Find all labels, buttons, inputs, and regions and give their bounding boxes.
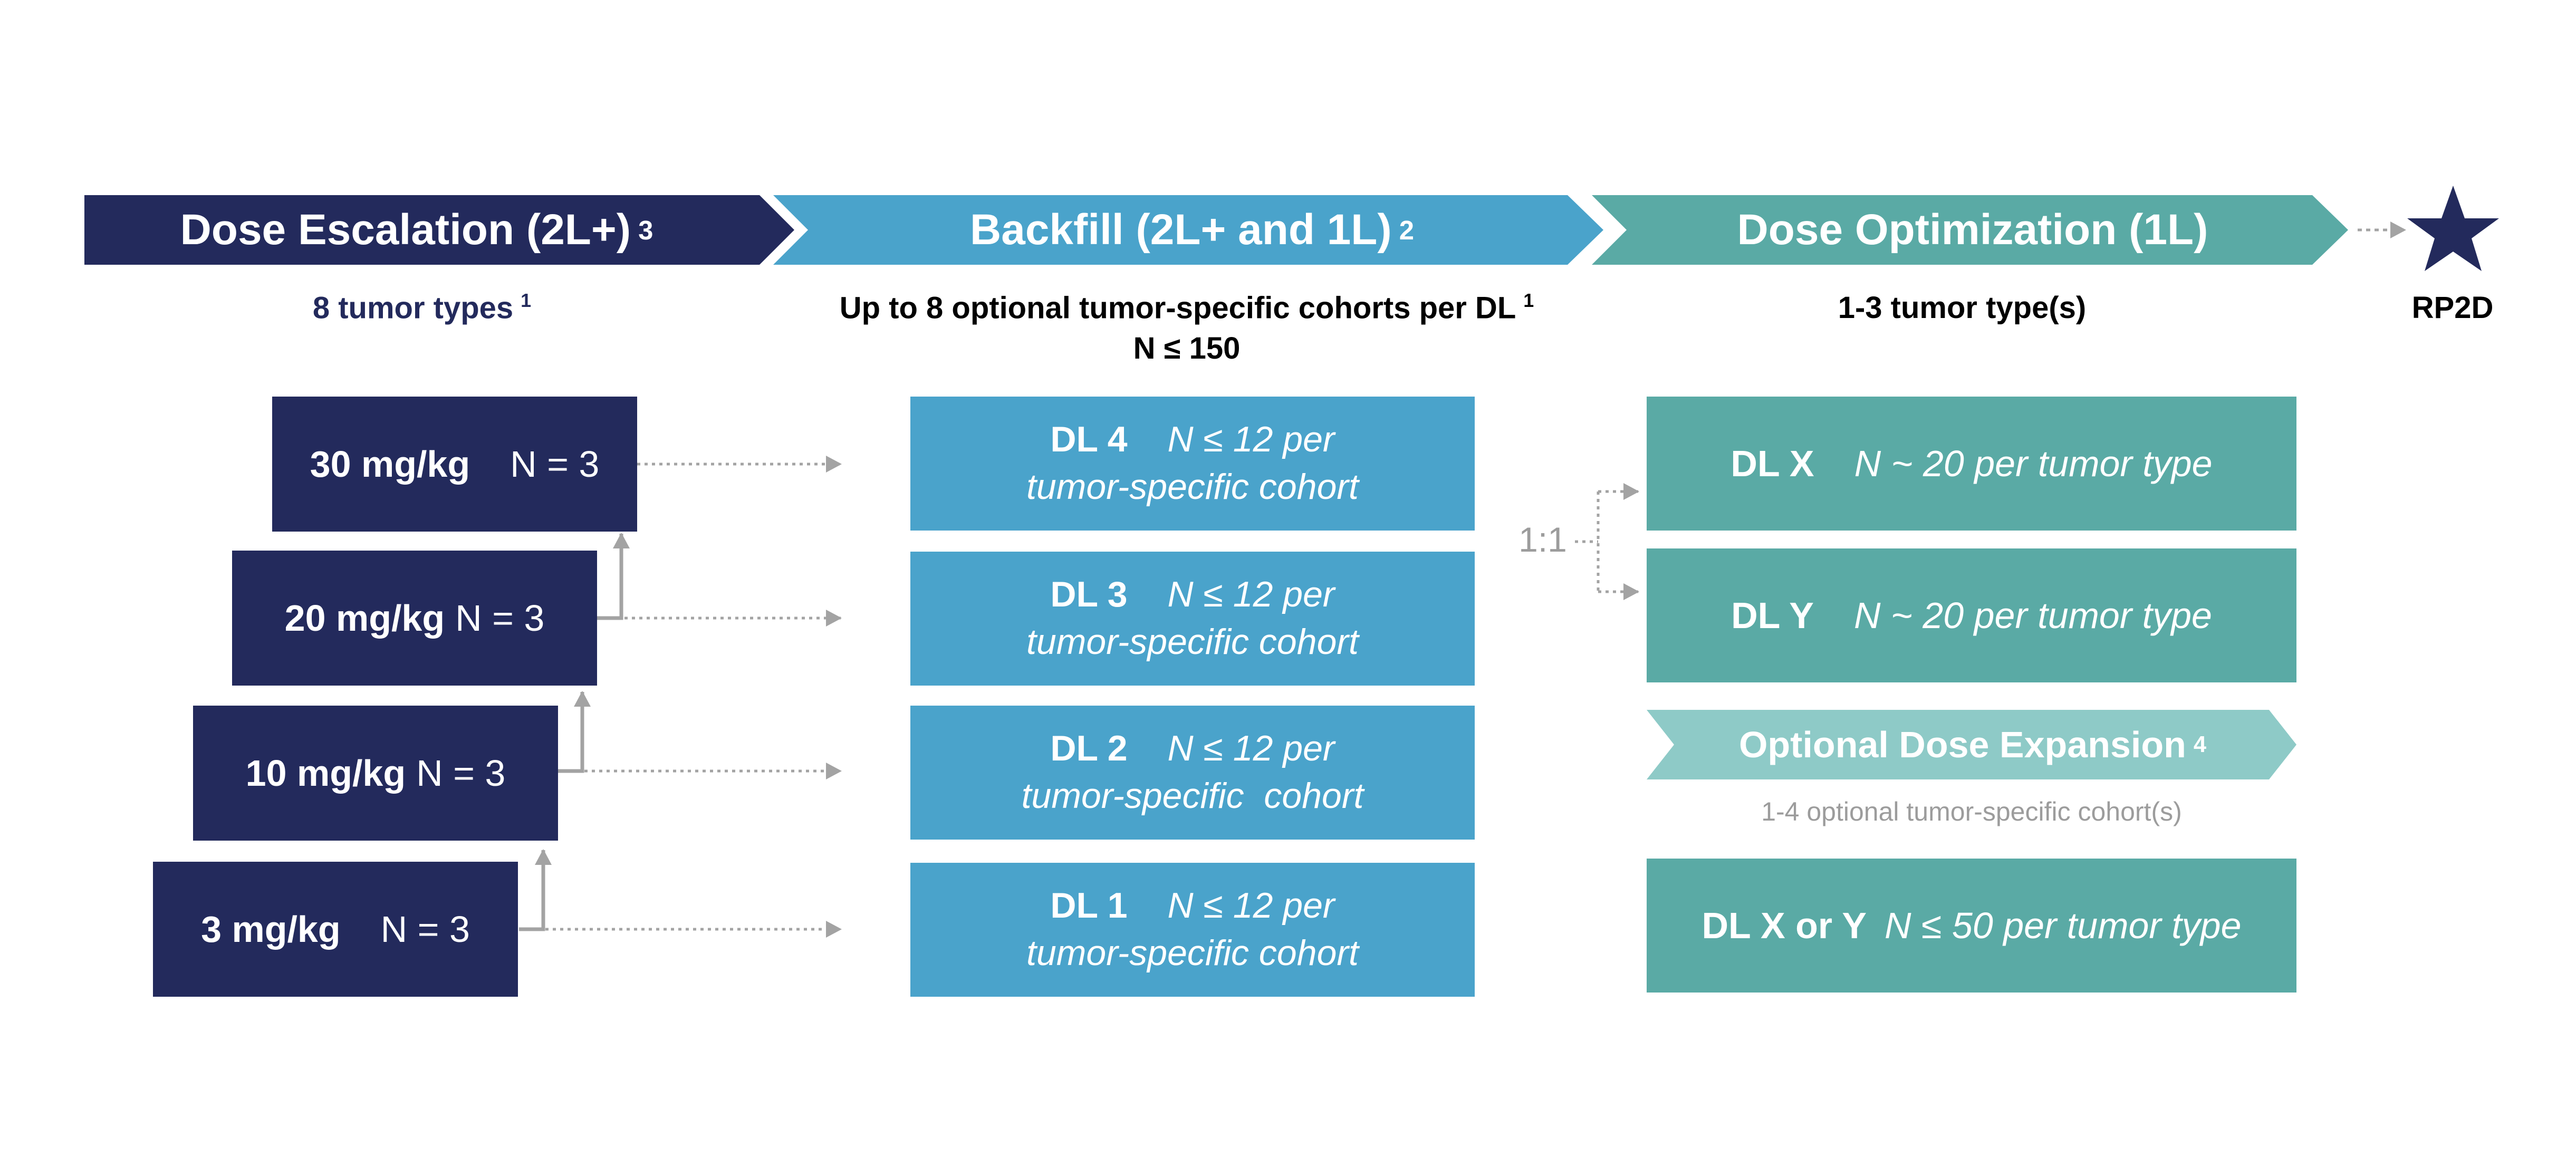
escalation-arrow-3-to-10 <box>519 849 552 931</box>
cohort-size: N ~ 20 per tumor type <box>1854 443 2213 484</box>
dose-escalation-footnote: 3 <box>638 215 653 245</box>
escalation-level-3: 3 mg/kg N = 3 <box>153 862 518 997</box>
cohort-size: N ≤ 12 per <box>1167 728 1335 769</box>
backfill-dl2: DL 2 N ≤ 12 per tumor-specific cohort <box>910 706 1475 840</box>
optimization-arm-x: DL X N ~ 20 per tumor type <box>1647 397 2296 531</box>
cohort-size: N ≤ 50 per tumor type <box>1885 905 2242 946</box>
backfill-footnote: 2 <box>1399 215 1414 245</box>
cohort-description: tumor-specific cohort <box>1026 622 1359 662</box>
backfill-dl3: DL 3 N ≤ 12 per tumor-specific cohort <box>910 552 1475 686</box>
dose-label: 20 mg/kg <box>284 598 445 639</box>
expansion-footnote: 4 <box>2193 731 2207 757</box>
randomization-bracket <box>1575 492 1600 592</box>
dose-label: 30 mg/kg <box>310 444 470 485</box>
dl-label: DL X <box>1731 443 1814 484</box>
cohort-size: N ~ 20 per tumor type <box>1853 595 2212 636</box>
escalation-arrow-10-to-20 <box>558 691 591 773</box>
dose-escalation-title: Dose Escalation (2L+)3 <box>180 206 653 254</box>
backfill-subtitle: Up to 8 optional tumor-specific cohorts … <box>839 290 1534 366</box>
star-icon <box>2407 186 2499 271</box>
cohort-description: tumor-specific cohort <box>1026 467 1359 507</box>
dose-optimization-chevron <box>1592 195 2348 265</box>
backfill-chevron <box>773 195 1603 265</box>
optimization-arm-y: DL Y N ~ 20 per tumor type <box>1647 548 2296 682</box>
dose-label: 10 mg/kg <box>245 753 406 794</box>
dose-escalation-chevron <box>84 195 794 265</box>
backfill-title: Backfill (2L+ and 1L)2 <box>970 206 1414 254</box>
backfill-dl4: DL 4 N ≤ 12 per tumor-specific cohort <box>910 397 1475 531</box>
dose-optimization-subtitle: 1-3 tumor type(s) <box>1838 291 2087 325</box>
cohort-size: N ≤ 12 per <box>1167 419 1335 460</box>
dl-label: DL Y <box>1731 595 1814 636</box>
cohort-size: N = 3 <box>416 753 506 794</box>
cohort-description: tumor-specific cohort <box>1021 776 1364 816</box>
randomization-ratio: 1:1 <box>1518 520 1567 559</box>
rp2d-label: RP2D <box>2411 291 2494 325</box>
cohort-size: N = 3 <box>510 444 600 485</box>
escalation-arrow-20-to-30 <box>596 533 630 620</box>
cohort-size: N ≤ 12 per <box>1167 574 1335 615</box>
cohort-size: N = 3 <box>380 909 470 950</box>
dl-label: DL 1 <box>1050 885 1128 926</box>
dl-label: DL X or Y <box>1702 905 1867 946</box>
escalation-level-30: 30 mg/kg N = 3 <box>272 397 637 532</box>
cohort-size: N ≤ 12 per <box>1167 885 1335 926</box>
expansion-note: 1-4 optional tumor-specific cohort(s) <box>1761 797 2182 826</box>
expansion-chevron <box>1647 710 2296 779</box>
backfill-dl1: DL 1 N ≤ 12 per tumor-specific cohort <box>910 863 1475 997</box>
dl-label: DL 4 <box>1050 419 1128 460</box>
cohort-size: N = 3 <box>455 598 545 639</box>
expansion-arm: DL X or Y N ≤ 50 per tumor type <box>1647 859 2296 993</box>
dose-optimization-title: Dose Optimization (1L) <box>1737 206 2208 254</box>
dl-label: DL 2 <box>1050 728 1128 769</box>
dl-label: DL 3 <box>1050 574 1128 615</box>
cohort-description: tumor-specific cohort <box>1026 933 1359 973</box>
dose-label: 3 mg/kg <box>201 909 341 950</box>
